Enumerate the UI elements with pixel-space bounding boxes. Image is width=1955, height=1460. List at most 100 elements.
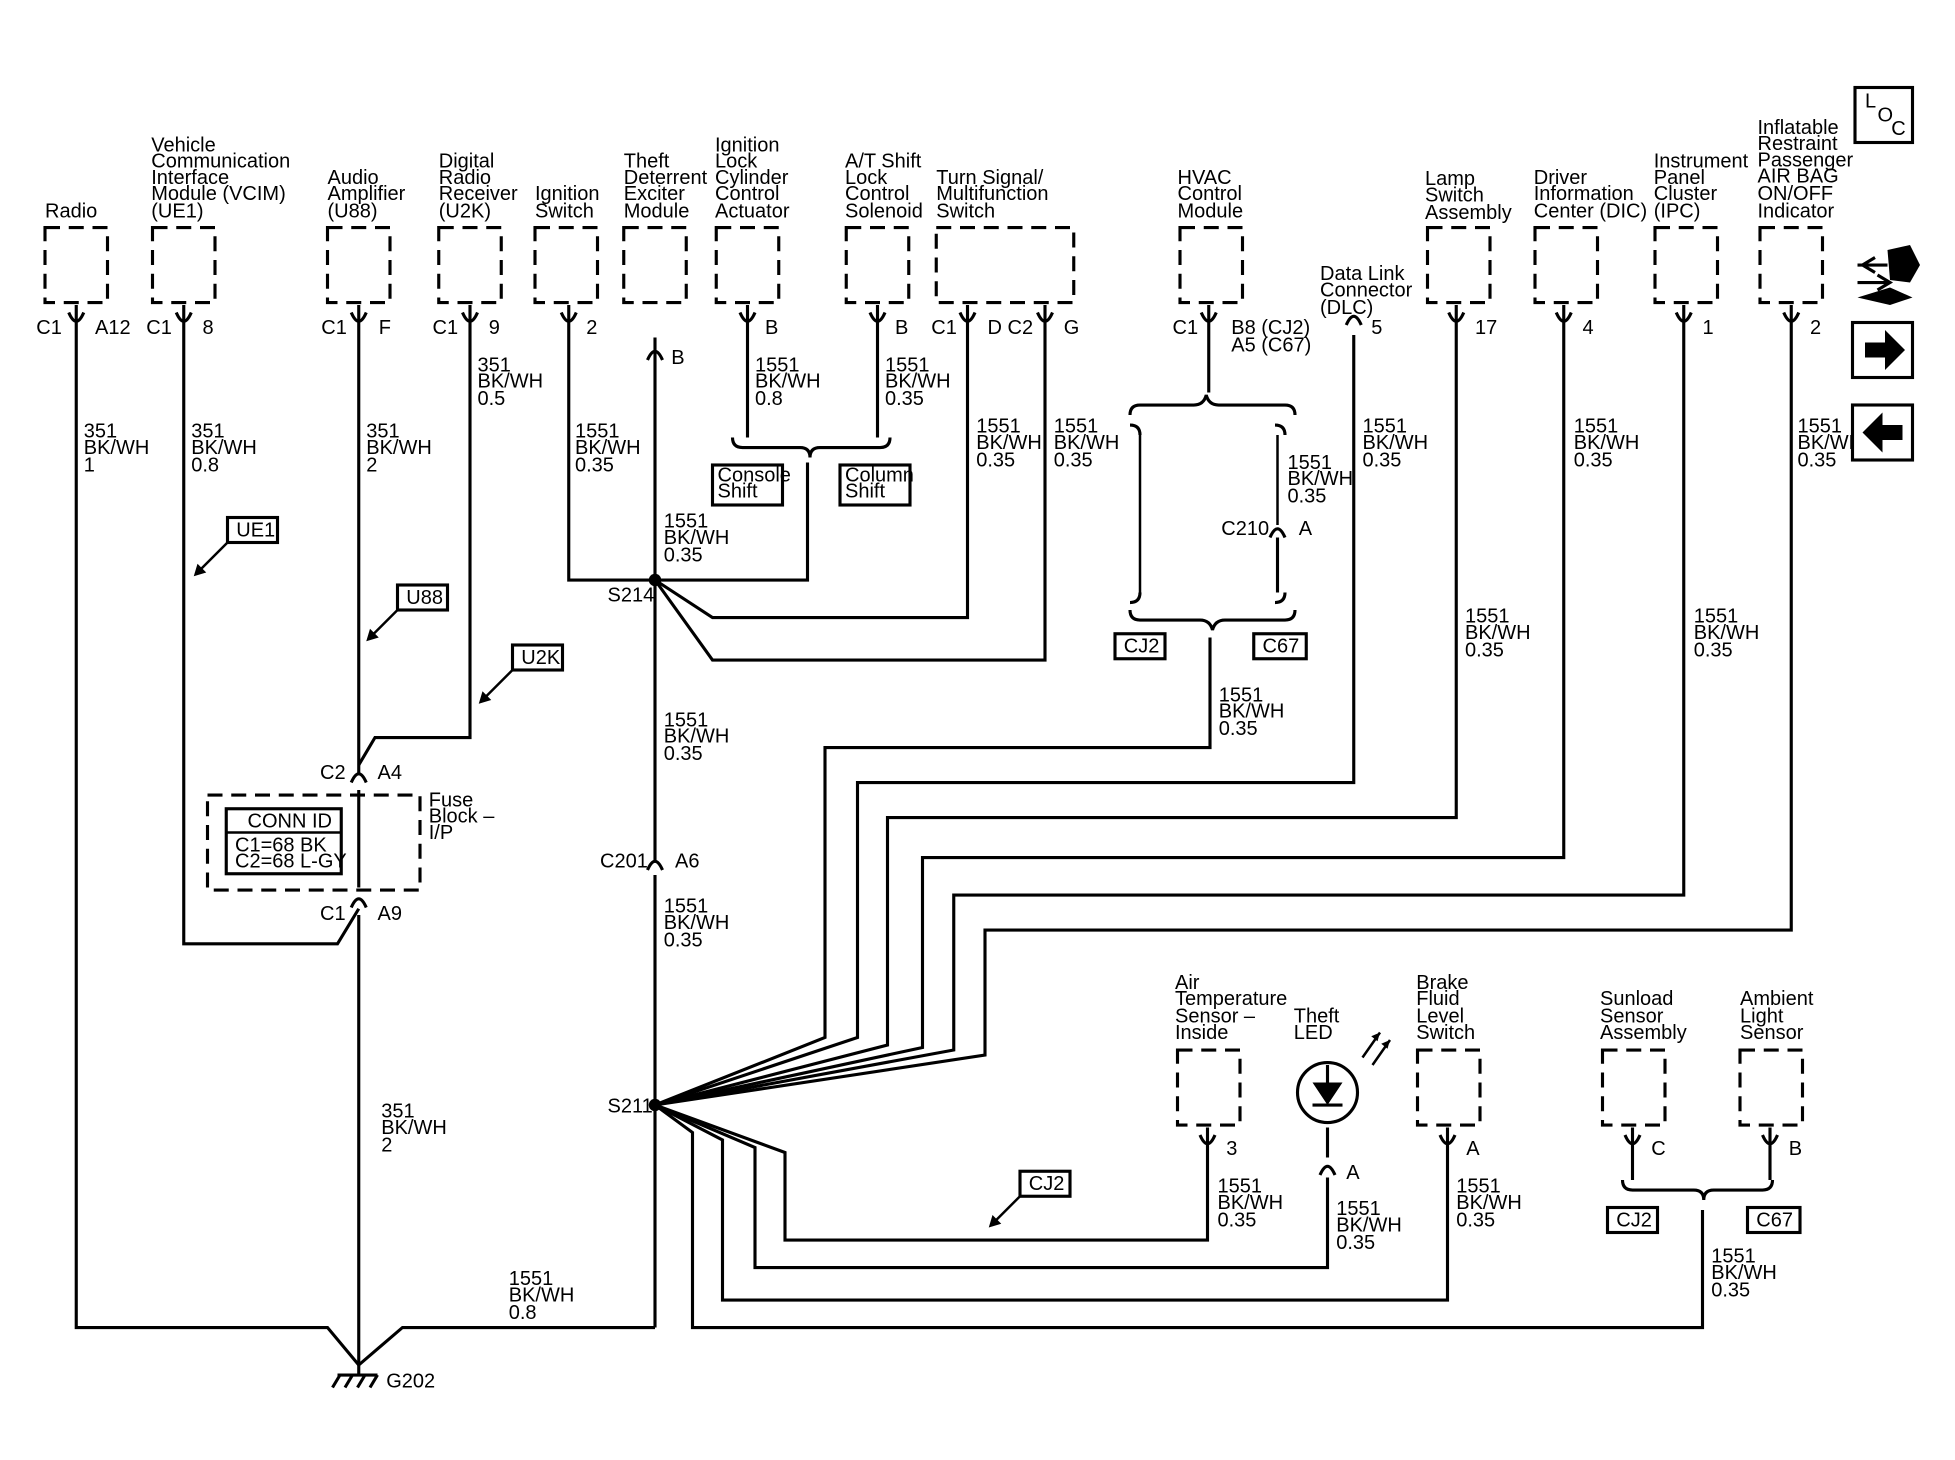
label-ignition-lock-actuator: Ignition Lock Cylinder Control Actuator	[715, 134, 794, 222]
svg-text:A9: A9	[378, 903, 402, 925]
svg-text:L: L	[1865, 91, 1876, 113]
svg-text:S211: S211	[608, 1096, 653, 1118]
svg-text:C1: C1	[36, 317, 62, 339]
svg-text:C1: C1	[1173, 317, 1199, 339]
option-u88: U88	[406, 587, 443, 609]
label-radio: Radio	[45, 201, 97, 223]
conn-id-c1: C1=68 BK	[235, 834, 327, 856]
conn-id-c2: C2=68 L-GY	[235, 851, 347, 873]
splice-s214-dot	[648, 573, 662, 587]
svg-text:A: A	[1346, 1162, 1360, 1184]
svg-text:B: B	[765, 317, 778, 339]
svg-text:A5 (C67): A5 (C67)	[1231, 334, 1311, 356]
svg-text:3: 3	[1226, 1138, 1237, 1160]
svg-text:C: C	[1891, 118, 1905, 140]
svg-text:S214: S214	[608, 584, 655, 606]
component-boxes	[43, 225, 1825, 1127]
svg-text:B8 (CJ2): B8 (CJ2)	[1231, 317, 1310, 339]
label-audio-amplifier: Audio Amplifier (U88)	[328, 167, 411, 223]
label-dlc: Data Link Connector (DLC)	[1320, 263, 1418, 319]
svg-text:A12: A12	[95, 317, 131, 339]
schematic-symbol-icon[interactable]	[1857, 245, 1921, 305]
svg-text:8: 8	[203, 317, 214, 339]
option-cj2-bottom: CJ2	[1029, 1173, 1065, 1195]
svg-text:2: 2	[1810, 317, 1821, 339]
option-c67-sensors: C67	[1756, 1209, 1793, 1231]
label-theft-led: Theft LED	[1294, 1006, 1345, 1044]
svg-text:A: A	[1299, 518, 1313, 540]
svg-text:A4: A4	[378, 762, 402, 784]
svg-text:1: 1	[1703, 317, 1714, 339]
svg-text:C2: C2	[320, 762, 346, 784]
label-turn-signal: Turn Signal/ Multifunction Switch	[936, 167, 1054, 223]
svg-text:C201: C201	[600, 851, 648, 873]
label-airbag-indicator: Inflatable Restraint Passenger AIR BAG O…	[1758, 117, 1859, 223]
svg-text:C1: C1	[320, 903, 346, 925]
wires	[74, 320, 1793, 1367]
option-cj2-sensors: CJ2	[1616, 1209, 1652, 1231]
option-u2k: U2K	[521, 647, 561, 669]
label-ipc: Instrument Panel Cluster (IPC)	[1654, 151, 1754, 223]
option-ue1: UE1	[236, 519, 275, 541]
svg-text:A: A	[1466, 1138, 1480, 1160]
label-air-temp-sensor: Air Temperature Sensor – Inside	[1175, 972, 1293, 1044]
ground-label: G202	[386, 1371, 435, 1393]
label-fuse-block: Fuse Block – I/P	[429, 789, 500, 844]
svg-text:G: G	[1064, 317, 1080, 339]
svg-text:C1: C1	[146, 317, 172, 339]
label-dic: Driver Information Center (DIC)	[1534, 167, 1647, 223]
loc-icon[interactable]: L O C	[1853, 85, 1915, 145]
svg-text:O: O	[1878, 104, 1894, 126]
label-at-shift-lock: A/T Shift Lock Control Solenoid	[845, 151, 927, 223]
option-c67-hvac: C67	[1263, 636, 1300, 658]
component-labels: Radio Vehicle Communication Interface Mo…	[45, 117, 1859, 1044]
svg-text:C2: C2	[1008, 317, 1034, 339]
label-theft-deterrent: Theft Deterrent Exciter Module	[624, 151, 713, 223]
svg-text:C1: C1	[931, 317, 957, 339]
label-digital-radio: Digital Radio Receiver (U2K)	[439, 151, 523, 223]
theft-led-icon	[1295, 1031, 1392, 1125]
svg-text:B: B	[895, 317, 908, 339]
svg-text:F: F	[379, 317, 391, 339]
label-brake-fluid-switch: Brake Fluid Level Switch	[1416, 972, 1475, 1044]
svg-text:9: 9	[489, 317, 500, 339]
svg-text:B: B	[1789, 1138, 1802, 1160]
ground-g202-icon	[331, 1365, 379, 1389]
svg-text:2: 2	[586, 317, 597, 339]
splice-s211-dot	[648, 1098, 662, 1112]
svg-text:A6: A6	[675, 851, 699, 873]
svg-text:D: D	[988, 317, 1002, 339]
svg-text:B: B	[671, 347, 684, 369]
svg-text:C1: C1	[321, 317, 347, 339]
arrow-right-icon[interactable]	[1850, 320, 1915, 380]
connector-symbols	[67, 305, 1801, 1201]
label-vcim: Vehicle Communication Interface Module (…	[151, 134, 296, 222]
arrow-left-icon[interactable]	[1850, 403, 1915, 462]
